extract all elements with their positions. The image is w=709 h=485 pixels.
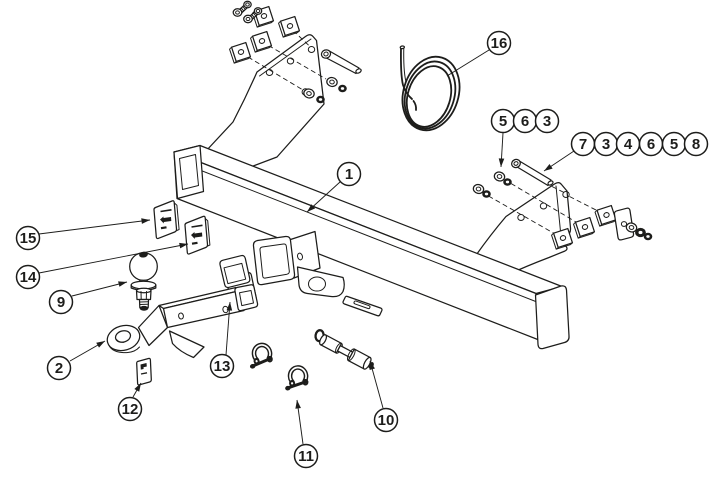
callout-balloon	[683, 131, 709, 157]
callout-number: 6	[521, 113, 529, 130]
callout-1: 1	[306, 161, 362, 213]
callout-number: 13	[214, 358, 231, 375]
warning-label-14	[184, 215, 211, 255]
callout-number: 4	[624, 136, 633, 153]
leader-line	[71, 281, 128, 297]
leader-arrowhead	[118, 281, 127, 287]
nut-plate	[594, 204, 617, 227]
left-mount-bracket-assembly	[205, 0, 362, 169]
leader-arrowhead	[226, 302, 233, 311]
callout-6: 6	[638, 131, 664, 157]
callout-number: 9	[57, 294, 65, 311]
slotted-bracket	[342, 295, 383, 317]
callout-number: 12	[122, 401, 139, 418]
leader-arrowhead	[369, 361, 375, 370]
callout-number: 15	[20, 230, 37, 247]
callout-8: 8	[683, 131, 709, 157]
nut-plate	[228, 41, 252, 64]
callout-number: 11	[298, 448, 314, 465]
callout-balloon	[15, 225, 41, 251]
leader-arrowhead	[179, 242, 188, 249]
callout-5: 5	[490, 108, 516, 168]
hitch-pin	[314, 329, 374, 370]
callout-4: 4	[615, 131, 641, 157]
flat-washer	[325, 75, 339, 89]
bolt	[511, 158, 554, 187]
callout-11: 11	[293, 399, 319, 469]
leader-arrowhead	[307, 204, 316, 212]
spring-washer	[482, 190, 491, 198]
ball-mount	[106, 284, 259, 359]
callout-number: 7	[579, 136, 587, 153]
callout-balloon	[209, 353, 235, 379]
leader-arrowhead	[96, 341, 105, 348]
callout-balloon	[46, 355, 72, 381]
beam-end-plate	[534, 285, 570, 350]
callout-balloon	[293, 443, 319, 469]
callout-10: 10	[369, 360, 399, 433]
callout-6: 6	[512, 108, 538, 134]
nut-plate	[572, 216, 596, 239]
callout-16: 16	[446, 30, 512, 77]
spring-washer	[338, 84, 347, 93]
callout-3: 3	[593, 131, 619, 157]
callout-9: 9	[48, 281, 128, 315]
callout-balloon	[15, 264, 41, 290]
spring-washer	[643, 232, 653, 241]
callout-number: 6	[647, 136, 655, 153]
tow-ball	[129, 251, 158, 311]
callout-13: 13	[209, 301, 235, 379]
callout-7: 7	[543, 131, 596, 172]
leader-arrowhead	[498, 158, 505, 167]
callout-number: 16	[491, 35, 508, 52]
callout-number: 2	[55, 360, 63, 377]
callout-balloon	[117, 396, 143, 422]
callout-balloon	[48, 289, 74, 315]
callout-balloon	[534, 108, 560, 134]
shackle	[282, 366, 309, 391]
callout-number: 8	[692, 136, 700, 153]
callout-balloon	[486, 30, 512, 56]
bolt	[320, 49, 362, 75]
spring-washer	[503, 178, 512, 186]
callout-number: 5	[499, 113, 507, 130]
callout-5: 5	[661, 131, 687, 157]
left-side-plate	[205, 34, 325, 169]
callout-3: 3	[534, 108, 560, 134]
callout-number: 5	[670, 136, 678, 153]
leader-arrowhead	[544, 163, 553, 171]
leader-line	[38, 219, 151, 235]
callout-15: 15	[15, 218, 151, 251]
bolt	[232, 0, 252, 17]
shackle	[246, 343, 274, 369]
receiver-tube	[252, 230, 321, 286]
leader-line	[38, 243, 189, 274]
callout-number: 1	[345, 166, 353, 183]
leader-arrowhead	[141, 218, 150, 224]
callout-number: 3	[543, 113, 551, 130]
leader-line	[225, 301, 231, 356]
callout-number: 14	[20, 269, 37, 286]
callout-12: 12	[117, 382, 143, 422]
crossbar-beam	[173, 144, 570, 350]
warning-label-12	[136, 357, 152, 386]
callout-balloon	[373, 407, 399, 433]
callout-14: 14	[15, 242, 189, 290]
leader-arrowhead	[295, 400, 301, 409]
warning-label-15	[153, 200, 180, 240]
callout-2: 2	[46, 340, 106, 381]
safety-chain-tab	[296, 266, 345, 298]
callout-number: 3	[602, 136, 610, 153]
leader-line	[446, 49, 490, 77]
breakaway-cable	[399, 45, 461, 132]
callout-number: 10	[378, 412, 395, 429]
leader-arrowhead	[134, 383, 141, 392]
nut-plate	[249, 30, 273, 53]
spring-washer	[316, 95, 325, 104]
callout-balloon	[336, 161, 362, 187]
fin-gusset	[168, 330, 205, 359]
backing-plate	[613, 207, 635, 241]
